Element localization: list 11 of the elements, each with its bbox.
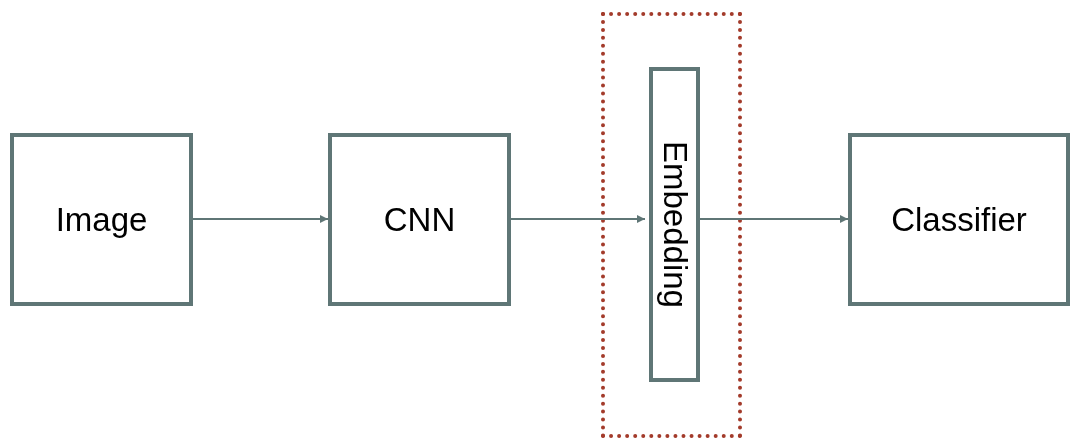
process-box [649, 67, 700, 382]
process-box [848, 133, 1070, 306]
process-box [10, 133, 193, 306]
node-label: Embedding [655, 141, 694, 308]
node-label: Image [55, 200, 148, 239]
arrow [510, 215, 646, 223]
process-box [328, 133, 511, 306]
node-label: Classifier [891, 200, 1027, 239]
node-label: CNN [383, 200, 456, 239]
arrow [192, 215, 329, 223]
dotted-highlight-frame [601, 12, 742, 438]
